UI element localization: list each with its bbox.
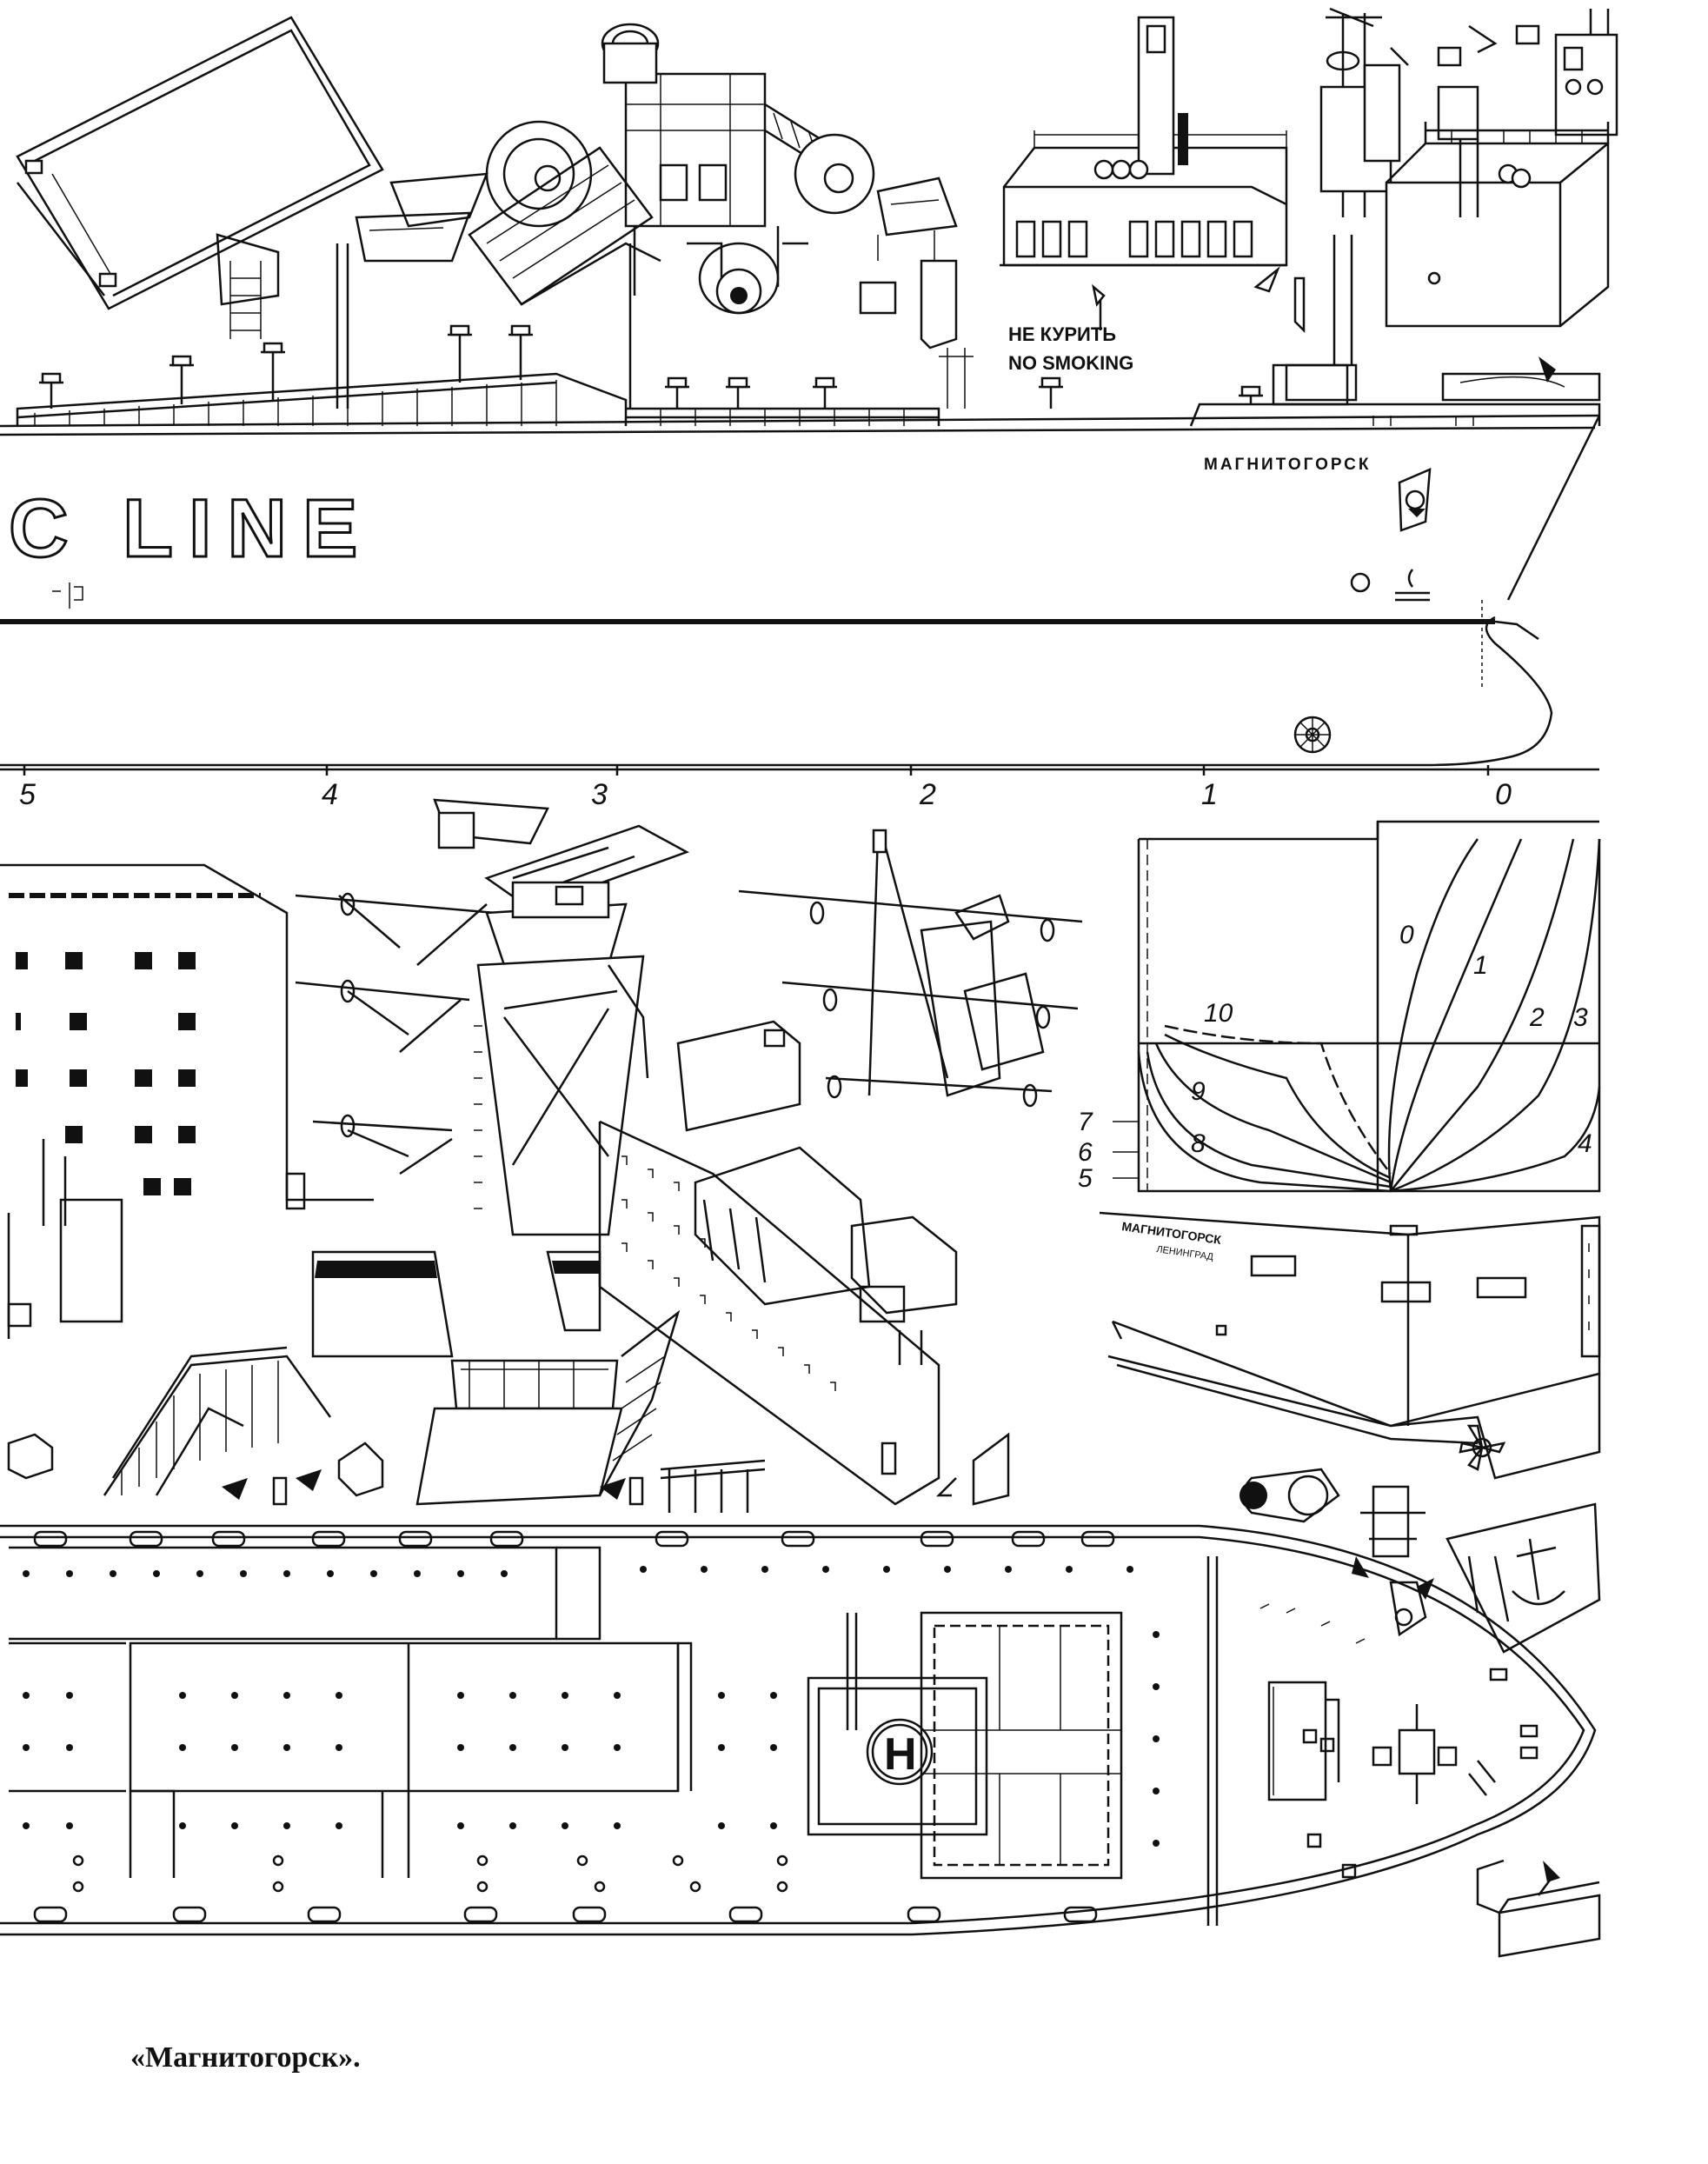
- draft-mark: [52, 583, 83, 609]
- helipad-marking: H: [884, 1729, 917, 1780]
- no-smoking-sign-ru: НЕ КУРИТЬ: [1008, 323, 1116, 345]
- frame-label-5: 5: [19, 778, 36, 811]
- hawse-pipe-icon: [1350, 572, 1371, 593]
- funnel-mast-assembly: [295, 798, 690, 1506]
- bow-thruster-icon: [1293, 716, 1332, 754]
- stern-home-port: ЛЕНИНГРАД: [1156, 1244, 1215, 1262]
- capstan-detail: [1239, 1468, 1434, 1600]
- accommodation-ladders: [7, 1346, 766, 1513]
- superstructure-block: [0, 863, 374, 1339]
- bow-ship-name: МАГНИТОГОРСК: [1204, 456, 1371, 474]
- frame-label-3: 3: [591, 778, 608, 811]
- hull: C LINE МАГНИТОГОРСК: [0, 414, 1601, 767]
- drawing-caption: «Магнитогорск».: [130, 2041, 361, 2074]
- frame-label-1: 1: [1201, 778, 1218, 811]
- hull-lettering: C LINE: [9, 483, 373, 575]
- side-profile: C LINE МАГНИТОГОРСК: [0, 243, 1601, 767]
- deck-bollards: [33, 1530, 1115, 1923]
- frame-scale: 5 4 3 2 1 0: [0, 765, 1599, 811]
- hatch-covers: [9, 1546, 858, 1878]
- station-label-6: 6: [1078, 1138, 1093, 1167]
- station-label-7: 7: [1078, 1108, 1093, 1136]
- mast-detail: [1285, 7, 1618, 402]
- anchor-detail: [1445, 1502, 1601, 1654]
- forecastle-equipment: [1259, 1581, 1539, 1879]
- mushroom-vents: [39, 324, 1263, 409]
- frame-label-2: 2: [919, 778, 936, 811]
- bulbous-bow-icon: [1395, 569, 1430, 602]
- station-label-3: 3: [1573, 1003, 1588, 1032]
- station-label-1: 1: [1473, 951, 1488, 980]
- deck-hollow-rivets: [72, 1854, 788, 1893]
- helicopter-deck: H: [807, 1611, 1123, 1880]
- station-label-10: 10: [1204, 999, 1233, 1028]
- station-label-4: 4: [1578, 1129, 1592, 1158]
- deck-plan: H: [0, 1468, 1601, 1958]
- station-label-0: 0: [1399, 921, 1414, 949]
- frame-label-4: 4: [322, 778, 338, 811]
- station-label-8: 8: [1191, 1129, 1206, 1158]
- stern-ramp-detail: [16, 16, 384, 339]
- frame-label-0: 0: [1495, 778, 1512, 811]
- deck-railing: [16, 372, 1601, 427]
- body-plan: 0 1 2 3 4 5 6 7 8 9 10: [1078, 820, 1601, 1193]
- propeller: [1459, 1424, 1506, 1471]
- no-smoking-sign-en: NO SMOKING: [1008, 352, 1133, 374]
- station-label-9: 9: [1191, 1077, 1206, 1106]
- windlass-machinery-detail: [355, 23, 974, 409]
- mast-two-and-accommodation: [598, 829, 1083, 1506]
- deckhouse-windows: [1015, 220, 1253, 258]
- deckhouse-detail: НЕ КУРИТЬ NO SMOKING: [1000, 16, 1306, 374]
- hatch-box-detail: [1476, 1859, 1601, 1958]
- bow-emblem: [1398, 468, 1432, 532]
- stern-ship-name: МАГНИТОГОРСК: [1121, 1219, 1223, 1247]
- station-label-2: 2: [1529, 1003, 1545, 1032]
- stern-view: МАГНИТОГОРСК ЛЕНИНГРАД: [1099, 1211, 1601, 1480]
- deck-rivet-rows: [23, 1566, 1160, 1847]
- station-label-5: 5: [1078, 1164, 1093, 1193]
